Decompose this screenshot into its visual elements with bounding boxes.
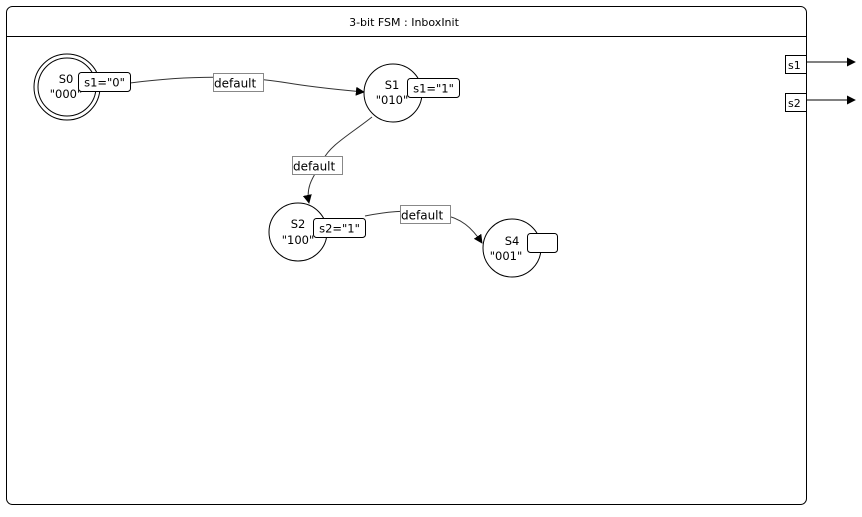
port-s2[interactable]: s2: [785, 93, 856, 112]
state-s1[interactable]: S1 "010" s1="1": [363, 63, 460, 123]
port-box: [785, 55, 807, 74]
transition-label: default: [293, 160, 336, 174]
state-name: S4: [505, 234, 520, 248]
state-code: "010": [376, 93, 409, 107]
transition-s2-s4: default: [364, 205, 483, 244]
transition-arrow: [129, 76, 365, 96]
state-output: s2="1": [319, 222, 360, 236]
state-output-box: [313, 218, 366, 238]
transition-label: default: [214, 77, 257, 91]
diagram-title: 3-bit FSM : InboxInit: [349, 16, 459, 29]
transition-s0-s1: default: [129, 73, 365, 96]
port-s1[interactable]: s1: [785, 55, 856, 74]
state-code: "000": [50, 87, 83, 101]
port-label: s2: [788, 97, 801, 110]
transition-label-box: [213, 73, 264, 92]
state-output: s1="1": [413, 82, 454, 96]
state-output-box: [78, 72, 131, 92]
transition-label: default: [401, 209, 444, 223]
port-label: s1: [788, 59, 801, 72]
state-s4[interactable]: S4 "001": [482, 218, 558, 278]
fsm-frame: 3-bit FSM : InboxInit: [6, 6, 807, 505]
state-s0[interactable]: S0 "000" s1="0": [33, 53, 131, 121]
state-name: S1: [385, 78, 400, 92]
transition-label-box: [400, 205, 451, 224]
transition-s1-s2: default: [292, 116, 373, 204]
state-code: "100": [282, 233, 315, 247]
state-name: S0: [59, 72, 74, 86]
state-s2[interactable]: S2 "100" s2="1": [268, 202, 366, 262]
state-output-box: [527, 233, 558, 253]
port-box: [785, 93, 807, 112]
state-output-box: [407, 78, 460, 98]
transition-label-box: [292, 156, 343, 175]
state-output: s1="0": [84, 76, 125, 90]
state-code: "001": [490, 249, 523, 263]
state-name: S2: [291, 217, 306, 231]
